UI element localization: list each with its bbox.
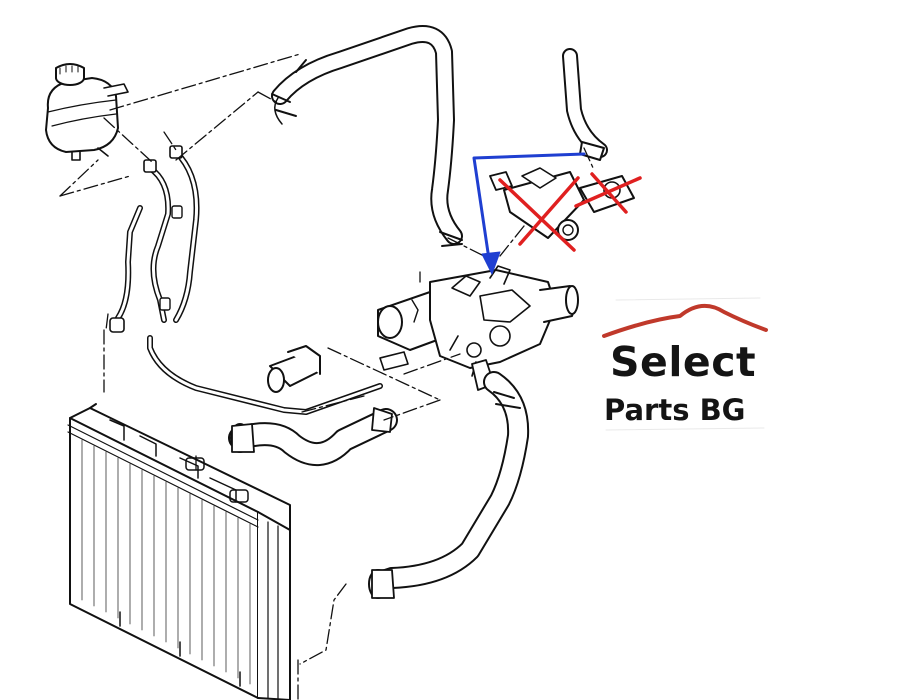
thermostat-housing (377, 265, 579, 391)
red-cross-fitting (574, 172, 642, 214)
logo-arc (602, 297, 768, 431)
crossed-out-flange (489, 167, 635, 241)
brand-subtitle: Parts BG (604, 393, 746, 427)
return-hose (368, 371, 530, 599)
red-cross-flange (498, 176, 580, 252)
hose-connector (267, 345, 409, 393)
leader-lines (59, 53, 595, 700)
upper-hose (271, 25, 463, 247)
bleed-pipe (109, 145, 383, 415)
radiator-lower-hose (228, 407, 398, 467)
brand-title: Select (610, 338, 757, 386)
outlet-hose (562, 48, 608, 161)
radiator (67, 403, 291, 700)
blue-arrow (472, 152, 586, 275)
expansion-tank (45, 63, 129, 161)
